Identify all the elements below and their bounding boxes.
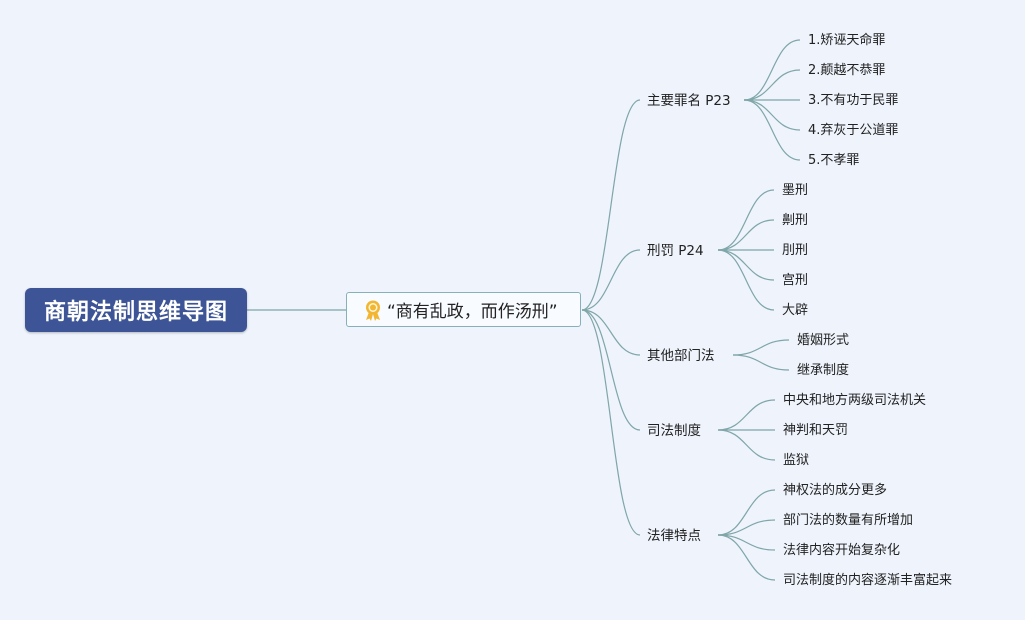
leaf-connector [743, 99, 801, 131]
branch-legal-features[interactable]: 法律特点 [647, 528, 701, 544]
leaf-feature-2[interactable]: 部门法的数量有所增加 [783, 513, 914, 528]
leaf-feature-3[interactable]: 法律内容开始复杂化 [783, 543, 901, 558]
central-topic-label: “商有乱政，而作汤刑” [387, 302, 558, 322]
branch-connector [581, 309, 641, 431]
leaf-judicial-1[interactable]: 中央和地方两级司法机关 [783, 393, 927, 408]
root-topic[interactable]: 商朝法制思维导图 [25, 288, 247, 332]
leaf-other-law-2[interactable]: 继承制度 [797, 363, 850, 378]
branch-connector [581, 249, 641, 311]
leaf-punishment-3[interactable]: 刖刑 [782, 243, 809, 258]
branch-other-laws[interactable]: 其他部门法 [647, 348, 715, 364]
leaf-punishment-1[interactable]: 墨刑 [782, 183, 809, 198]
branch-connector [581, 309, 641, 356]
leaf-crime-4[interactable]: 4.弃灰于公道罪 [808, 123, 899, 138]
leaf-connector [717, 189, 775, 251]
leaf-connector [717, 399, 776, 431]
leaf-crime-5[interactable]: 5.不孝罪 [808, 153, 860, 168]
branch-judicial-system[interactable]: 司法制度 [647, 423, 701, 439]
leaf-connector [717, 219, 775, 251]
leaf-connector [717, 249, 775, 311]
leaf-connector [743, 69, 801, 101]
central-topic[interactable]: “商有乱政，而作汤刑” [346, 292, 581, 327]
leaf-crime-3[interactable]: 3.不有功于民罪 [808, 93, 899, 108]
branch-main-crimes[interactable]: 主要罪名 P23 [647, 93, 731, 109]
leaf-connector [717, 534, 776, 551]
leaf-connector [732, 354, 790, 371]
leaf-connector [717, 534, 776, 581]
root-topic-label: 商朝法制思维导图 [43, 300, 228, 325]
leaf-connector [717, 519, 776, 536]
leaf-crime-2[interactable]: 2.颠越不恭罪 [808, 63, 886, 78]
leaf-connector [732, 339, 790, 356]
leaf-judicial-2[interactable]: 神判和天罚 [783, 423, 849, 438]
branch-connector [581, 309, 641, 536]
leaf-punishment-2[interactable]: 劓刑 [782, 213, 809, 228]
branch-connector [581, 99, 641, 311]
leaf-connector [717, 489, 776, 536]
leaf-connector [717, 249, 775, 281]
leaf-punishment-4[interactable]: 宫刑 [782, 273, 809, 288]
leaf-feature-1[interactable]: 神权法的成分更多 [783, 483, 888, 498]
leaf-judicial-3[interactable]: 监狱 [783, 453, 810, 468]
leaf-feature-4[interactable]: 司法制度的内容逐渐丰富起来 [783, 573, 953, 588]
branch-punishments[interactable]: 刑罚 P24 [647, 243, 704, 259]
leaf-punishment-5[interactable]: 大辟 [782, 303, 809, 318]
leaf-other-law-1[interactable]: 婚姻形式 [797, 333, 850, 348]
leaf-connector [717, 429, 776, 461]
leaf-connector [743, 39, 801, 101]
leaf-connector [743, 99, 801, 161]
award-medal-icon [366, 300, 380, 321]
leaf-crime-1[interactable]: 1.矫诬天命罪 [808, 33, 886, 48]
